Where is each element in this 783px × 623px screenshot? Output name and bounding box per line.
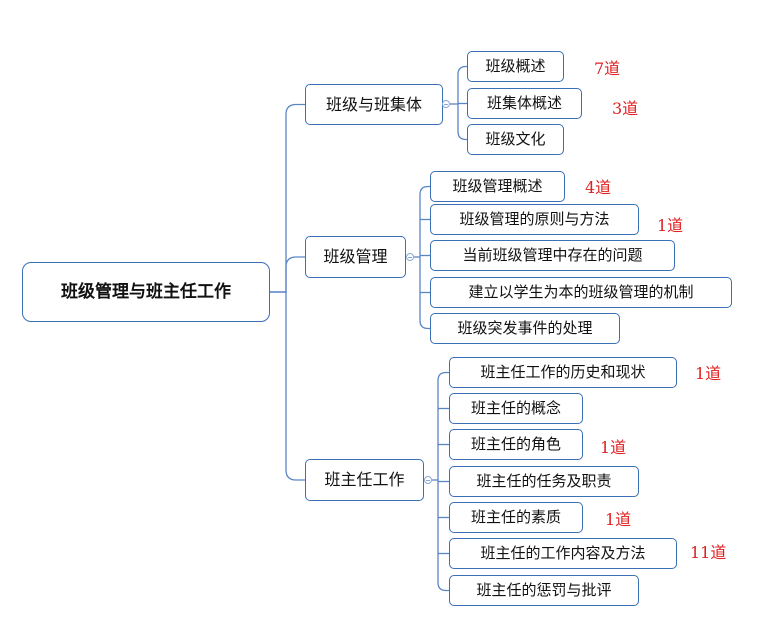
topic-3-6-node[interactable]: 班主任的工作内容及方法 [449, 538, 677, 569]
topic-2-5-node[interactable]: 班级突发事件的处理 [430, 313, 620, 344]
topic-3-1-question-count: 1道 [695, 364, 722, 383]
topic-3-5-node[interactable]: 班主任的素质 [449, 502, 583, 533]
branch-3-node[interactable]: 班主任工作 [305, 459, 424, 501]
branch-3-collapse-icon[interactable] [424, 476, 432, 484]
topic-1-2-question-count: 3道 [612, 99, 639, 118]
topic-1-1-node[interactable]: 班级概述 [467, 51, 564, 82]
topic-1-3-node[interactable]: 班级文化 [467, 124, 564, 155]
topic-3-3-question-count: 1道 [600, 438, 627, 457]
branch-2-node[interactable]: 班级管理 [305, 236, 406, 278]
topic-3-4-node[interactable]: 班主任的任务及职责 [449, 466, 639, 497]
topic-2-1-question-count: 4道 [585, 178, 612, 197]
topic-1-1-question-count: 7道 [594, 59, 621, 78]
topic-3-5-question-count: 1道 [605, 510, 632, 529]
branch-1-collapse-icon[interactable] [442, 100, 450, 108]
topic-2-4-node[interactable]: 建立以学生为本的班级管理的机制 [430, 277, 732, 308]
topic-3-3-node[interactable]: 班主任的角色 [449, 429, 583, 460]
branch-1-node[interactable]: 班级与班集体 [305, 84, 443, 125]
topic-3-6-question-count: 11道 [690, 543, 727, 562]
topic-3-7-node[interactable]: 班主任的惩罚与批评 [449, 575, 639, 606]
topic-3-1-node[interactable]: 班主任工作的历史和现状 [449, 357, 677, 388]
topic-2-1-node[interactable]: 班级管理概述 [430, 171, 565, 202]
topic-2-2-node[interactable]: 班级管理的原则与方法 [430, 204, 639, 235]
topic-2-2-question-count: 1道 [657, 216, 684, 235]
topic-2-3-node[interactable]: 当前班级管理中存在的问题 [430, 240, 675, 271]
branch-2-collapse-icon[interactable] [406, 253, 414, 261]
topic-3-2-node[interactable]: 班主任的概念 [449, 393, 583, 424]
topic-1-2-node[interactable]: 班集体概述 [467, 88, 582, 119]
root-node[interactable]: 班级管理与班主任工作 [22, 262, 270, 322]
